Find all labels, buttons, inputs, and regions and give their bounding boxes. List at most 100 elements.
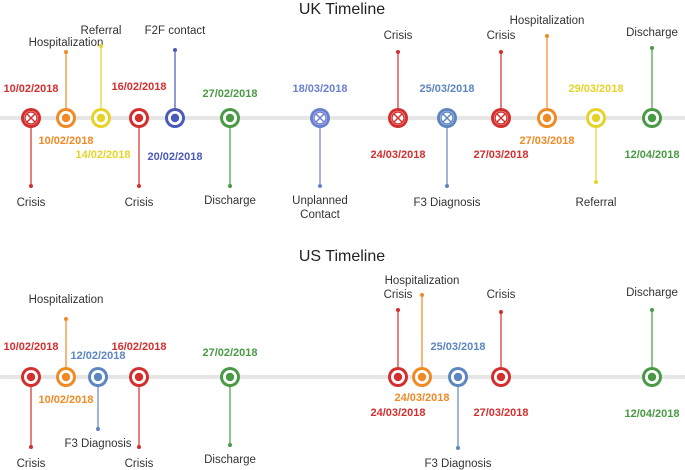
stem-end-dot xyxy=(545,34,549,38)
event-marker-dot-icon xyxy=(220,108,240,128)
us-event-crisis: Crisis 10/02/2018 xyxy=(3,341,58,470)
us-event-hospitalization: Hospitalization 10/02/2018 xyxy=(29,294,104,406)
event-label: F2F contact xyxy=(145,25,207,37)
event-marker-dot-icon xyxy=(129,108,149,128)
event-date: 20/02/2018 xyxy=(147,151,202,163)
us-timeline-title: US Timeline xyxy=(299,248,385,265)
event-label: F3 Diagnosis xyxy=(413,197,480,209)
event-label: Discharge xyxy=(626,287,678,299)
event-date: 14/02/2018 xyxy=(75,149,130,161)
stem-end-dot xyxy=(499,310,503,314)
uk-event-discharge: Discharge 27/02/2018 xyxy=(202,88,257,207)
stem-end-dot xyxy=(420,293,424,297)
stem-end-dot xyxy=(99,44,103,48)
event-label: F3 Diagnosis xyxy=(64,438,131,450)
stem-end-dot xyxy=(96,427,100,431)
event-marker-dot-icon xyxy=(129,367,149,387)
event-label: Referral xyxy=(81,25,122,37)
stem-end-dot xyxy=(650,308,654,312)
event-marker-dot-icon xyxy=(642,108,662,128)
event-date: 18/03/2018 xyxy=(292,83,347,95)
event-date: 10/02/2018 xyxy=(38,135,93,147)
stem-end-dot xyxy=(29,184,33,188)
event-marker-dot-icon xyxy=(412,367,432,387)
event-marker-cross-icon xyxy=(310,108,330,128)
event-label: Crisis xyxy=(384,289,413,301)
event-label: Discharge xyxy=(626,27,678,39)
uk-event-referral: Referral 29/03/2018 xyxy=(568,83,623,209)
event-date: 10/02/2018 xyxy=(38,394,93,406)
event-marker-dot-icon xyxy=(448,367,468,387)
uk-event-crisis: Crisis 16/02/2018 xyxy=(111,81,166,209)
event-label: Crisis xyxy=(487,289,516,301)
event-label: Crisis xyxy=(17,197,46,209)
event-label: Crisis xyxy=(17,458,46,470)
event-marker-dot-icon xyxy=(21,367,41,387)
stem-end-dot xyxy=(64,317,68,321)
event-label: Discharge xyxy=(204,454,256,466)
event-marker-dot-icon xyxy=(165,108,185,128)
stem-end-dot xyxy=(137,445,141,449)
uk-event-crisis: Crisis 10/02/2018 xyxy=(3,83,58,209)
stem-end-dot xyxy=(64,50,68,54)
uk-event-f2f-contact: F2F contact 20/02/2018 xyxy=(145,25,207,163)
event-date: 29/03/2018 xyxy=(568,83,623,95)
event-label: Hospitalization xyxy=(385,275,460,287)
stem-end-dot xyxy=(445,184,449,188)
uk-event-crisis: Crisis 24/03/2018 xyxy=(370,30,425,161)
event-label: F3 Diagnosis xyxy=(424,458,491,470)
event-date: 27/02/2018 xyxy=(202,88,257,100)
event-date: 25/03/2018 xyxy=(419,83,474,95)
stem-end-dot xyxy=(456,446,460,450)
event-label: Crisis xyxy=(125,197,154,209)
us-event-f3-diagnosis: F3 Diagnosis 12/02/2018 xyxy=(64,350,131,450)
event-marker-cross-icon xyxy=(491,108,511,128)
stem-end-dot xyxy=(228,184,232,188)
stem-end-dot xyxy=(499,50,503,54)
event-marker-dot-icon xyxy=(220,367,240,387)
event-label: Referral xyxy=(576,197,617,209)
uk-timeline-title: UK Timeline xyxy=(299,1,385,18)
event-date: 27/03/2018 xyxy=(473,149,528,161)
event-date: 12/04/2018 xyxy=(624,408,679,420)
stem-end-dot xyxy=(318,184,322,188)
event-marker-dot-icon xyxy=(56,108,76,128)
uk-event-discharge: Discharge 12/04/2018 xyxy=(624,27,679,161)
uk-event-referral: Referral 14/02/2018 xyxy=(75,25,130,161)
event-marker-dot-icon xyxy=(642,367,662,387)
stem-end-dot xyxy=(29,445,33,449)
event-marker-dot-icon xyxy=(91,108,111,128)
us-event-discharge: Discharge 27/02/2018 xyxy=(202,347,257,466)
event-date: 25/03/2018 xyxy=(430,341,485,353)
event-label: Crisis xyxy=(125,458,154,470)
stem-end-dot xyxy=(173,48,177,52)
us-event-f3-diagnosis: F3 Diagnosis 25/03/2018 xyxy=(424,341,491,470)
event-label: Hospitalization xyxy=(29,294,104,306)
uk-event-f3-diagnosis: F3 Diagnosis 25/03/2018 xyxy=(413,83,480,209)
event-label: Hospitalization xyxy=(510,15,585,27)
uk-timeline-events: Crisis10/02/2018Hospitalization10/02/201… xyxy=(3,15,679,221)
event-date: 12/02/2018 xyxy=(70,350,125,362)
event-date: 27/03/2018 xyxy=(473,407,528,419)
stem-end-dot xyxy=(228,443,232,447)
event-date: 27/02/2018 xyxy=(202,347,257,359)
event-date: 27/03/2018 xyxy=(519,135,574,147)
event-date: 12/04/2018 xyxy=(624,149,679,161)
event-marker-dot-icon xyxy=(56,367,76,387)
event-date: 16/02/2018 xyxy=(111,81,166,93)
event-date: 24/03/2018 xyxy=(370,149,425,161)
event-label: Discharge xyxy=(204,195,256,207)
us-timeline-events: Crisis 10/02/2018 Hospitalization 10/02/201… xyxy=(3,275,679,470)
event-date: 10/02/2018 xyxy=(3,341,58,353)
event-label: Crisis xyxy=(384,30,413,42)
event-date: 10/02/2018 xyxy=(3,83,58,95)
event-marker-cross-icon xyxy=(437,108,457,128)
event-marker-dot-icon xyxy=(586,108,606,128)
